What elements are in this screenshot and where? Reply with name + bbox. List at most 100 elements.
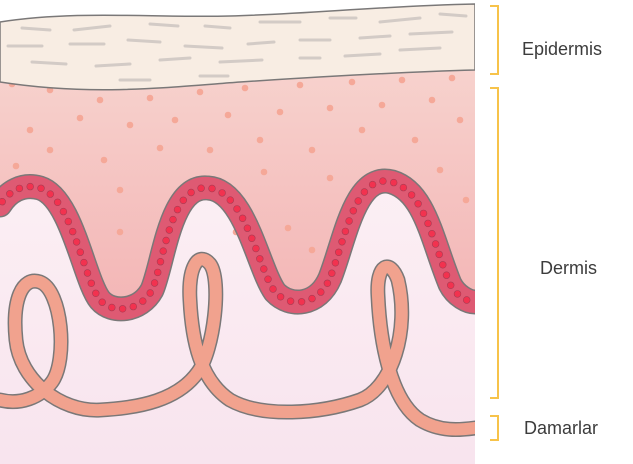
cell-nucleus	[429, 230, 436, 237]
dermis-dot	[207, 147, 214, 154]
cell-nucleus	[447, 282, 454, 289]
cell-nucleus	[188, 189, 195, 196]
cell-nucleus	[84, 270, 91, 277]
cell-nucleus	[227, 197, 234, 204]
dermis-dot	[457, 117, 464, 124]
cell-nucleus	[60, 208, 67, 215]
cell-nucleus	[443, 272, 450, 279]
dermis-dot	[97, 97, 104, 104]
dermis-dot	[261, 169, 268, 176]
dermis-dot	[379, 102, 386, 109]
cell-nucleus	[174, 206, 181, 213]
cell-nucleus	[463, 297, 470, 304]
cell-nucleus	[324, 280, 331, 287]
cell-nucleus	[38, 185, 45, 192]
cell-nucleus	[92, 290, 99, 297]
cell-nucleus	[339, 238, 346, 245]
bracket-dermis	[490, 88, 498, 398]
dermis-dot	[463, 197, 470, 204]
dermis-dot	[277, 109, 284, 116]
cell-nucleus	[317, 289, 324, 296]
cell-nucleus	[400, 184, 407, 191]
cell-nucleus	[154, 269, 161, 276]
dermis-dot	[449, 75, 456, 82]
cell-nucleus	[265, 276, 272, 283]
cell-nucleus	[119, 305, 126, 312]
dermis-dot	[285, 225, 292, 232]
dermis-dot	[327, 175, 334, 182]
bracket-vessels	[490, 416, 498, 440]
cell-nucleus	[436, 251, 443, 258]
cell-nucleus	[390, 179, 397, 186]
cell-nucleus	[16, 185, 23, 192]
dermis-dot	[13, 163, 20, 170]
cell-nucleus	[73, 239, 80, 246]
cell-nucleus	[209, 185, 216, 192]
dermis-dot	[327, 105, 334, 112]
cell-nucleus	[160, 248, 167, 255]
cell-nucleus	[380, 178, 387, 185]
dermis-dot	[349, 79, 356, 86]
cell-nucleus	[287, 298, 294, 305]
cell-nucleus	[180, 197, 187, 204]
dermis-dot	[117, 229, 124, 236]
cell-nucleus	[332, 259, 339, 266]
cell-nucleus	[88, 280, 95, 287]
cell-nucleus	[361, 189, 368, 196]
dermis-dot	[257, 137, 264, 144]
dermis-dot	[437, 167, 444, 174]
label-dermis: Dermis	[540, 258, 597, 278]
cell-nucleus	[166, 227, 173, 234]
cell-nucleus	[248, 235, 255, 242]
cell-nucleus	[234, 206, 241, 213]
cell-nucleus	[355, 198, 362, 205]
cell-nucleus	[6, 190, 13, 197]
cell-nucleus	[130, 303, 137, 310]
cell-nucleus	[350, 207, 357, 214]
cell-nucleus	[69, 228, 76, 235]
cell-nucleus	[328, 270, 335, 277]
cell-nucleus	[454, 291, 461, 298]
cell-nucleus	[335, 249, 342, 256]
cell-nucleus	[260, 266, 267, 273]
dermis-dot	[172, 117, 179, 124]
dermis-dot	[309, 147, 316, 154]
cell-nucleus	[415, 200, 422, 207]
dermis-dot	[225, 112, 232, 119]
cell-nucleus	[77, 249, 84, 256]
dermis-dot	[47, 147, 54, 154]
label-epidermis: Epidermis	[522, 39, 602, 59]
dermis-dot	[242, 85, 249, 92]
cell-nucleus	[27, 183, 34, 190]
cell-nucleus	[420, 210, 427, 217]
cell-nucleus	[219, 190, 226, 197]
dermis-dot	[197, 89, 204, 96]
cell-nucleus	[408, 192, 415, 199]
cell-nucleus	[198, 185, 205, 192]
dermis-dot	[101, 157, 108, 164]
cell-nucleus	[309, 295, 316, 302]
dermis-dot	[77, 115, 84, 122]
layer-brackets	[490, 6, 498, 440]
cell-nucleus	[147, 290, 154, 297]
cell-nucleus	[369, 181, 376, 188]
cell-nucleus	[425, 220, 432, 227]
dermis-dot	[399, 77, 406, 84]
cell-nucleus	[65, 218, 72, 225]
cell-nucleus	[151, 280, 158, 287]
dermis-dot	[297, 82, 304, 89]
cell-nucleus	[47, 191, 54, 198]
cell-nucleus	[157, 258, 164, 265]
cell-nucleus	[270, 286, 277, 293]
cell-nucleus	[239, 215, 246, 222]
cell-nucleus	[54, 199, 61, 206]
cell-nucleus	[439, 261, 446, 268]
dermis-dot	[157, 145, 164, 152]
label-vessels: Damarlar	[524, 418, 598, 438]
cell-nucleus	[256, 255, 263, 262]
dermis-dot	[429, 97, 436, 104]
bracket-epidermis	[490, 6, 498, 74]
cell-nucleus	[346, 218, 353, 225]
cell-nucleus	[342, 228, 349, 235]
